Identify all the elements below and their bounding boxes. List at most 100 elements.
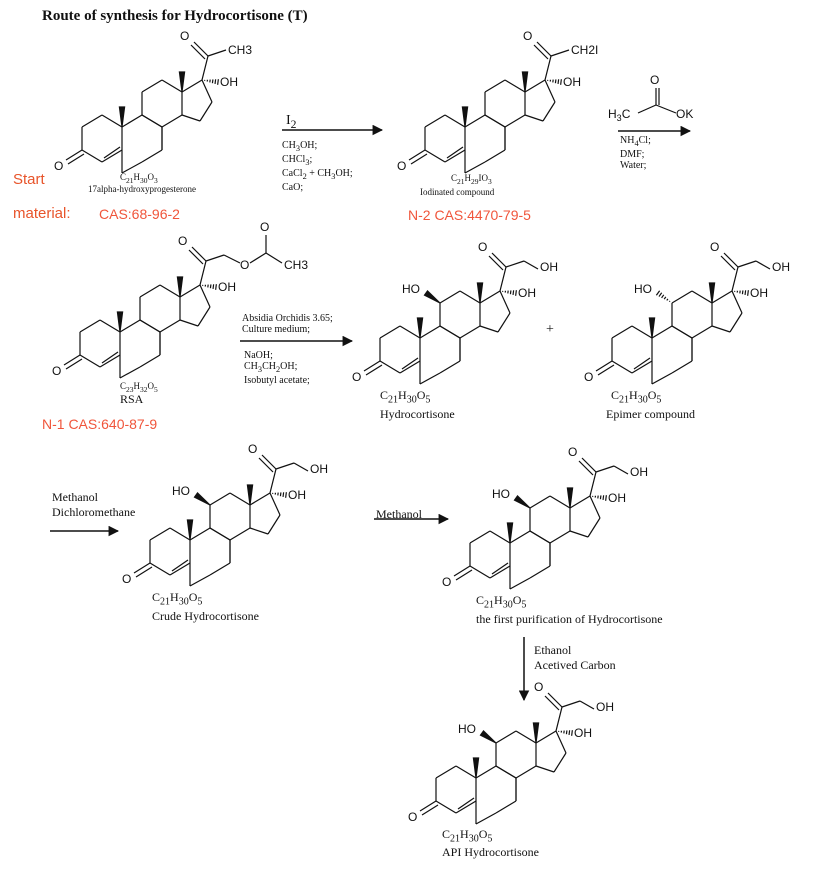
c17-oh: OH: [608, 491, 626, 505]
double-bond: [633, 357, 651, 370]
wedge-bond: [648, 317, 656, 339]
ketone-o: O: [584, 370, 593, 384]
bond: [424, 149, 446, 163]
bond: [515, 765, 537, 779]
bond: [479, 290, 501, 304]
bond: [484, 114, 506, 128]
carbonyl-o: O: [523, 29, 532, 43]
c11-ho: HO: [492, 487, 510, 501]
bond: [189, 527, 211, 541]
double-bond: [101, 351, 119, 364]
step2-cond: DMF;: [620, 149, 645, 160]
double-bond: [171, 559, 189, 572]
bond: [435, 800, 457, 814]
bond: [159, 319, 181, 333]
ketone-bond: [419, 800, 437, 812]
side-chain-bond: [589, 471, 597, 497]
bond: [149, 562, 171, 576]
bond: [561, 700, 581, 708]
step3-conditions-bottom: NaOH; CH3CH2OH; Isobutyl acetate;: [244, 350, 310, 386]
bond: [499, 290, 511, 314]
bond: [159, 284, 181, 298]
ketone-bond: [365, 364, 383, 376]
bond: [631, 360, 653, 374]
bond: [205, 254, 225, 262]
wedge-bond: [472, 757, 480, 779]
step1-cond: CH3OH;: [282, 140, 318, 153]
c17-oh: OH: [218, 280, 236, 294]
bond: [141, 79, 163, 93]
ketone-bond: [135, 566, 153, 578]
ketone-o: O: [52, 364, 61, 378]
carbonyl-o: O: [534, 680, 543, 694]
ketone-bond: [455, 569, 473, 581]
bond: [439, 360, 461, 374]
bond: [505, 260, 525, 268]
bond: [651, 372, 673, 385]
bond: [179, 319, 199, 327]
reagent-bond: [655, 104, 677, 114]
carbonyl-bond: [188, 249, 204, 265]
epimer-formula: C21H30O5: [611, 388, 662, 406]
wedge-bond: [423, 289, 441, 304]
ketone-bond: [67, 153, 85, 165]
hash-bond: [215, 284, 217, 290]
wedge-bond: [521, 71, 529, 93]
bond: [464, 114, 486, 128]
ch2i: CH2I: [571, 43, 598, 57]
step1-cond: CaO;: [282, 182, 304, 193]
bond: [542, 101, 556, 122]
bond: [101, 149, 123, 163]
bond: [439, 325, 461, 339]
ketone-bond: [408, 149, 426, 161]
ester-carbonyl-o: O: [260, 220, 269, 234]
carbonyl-bond: [261, 454, 277, 470]
ketone-bond: [133, 562, 151, 574]
bond: [589, 495, 601, 519]
bond: [399, 360, 421, 374]
n2-cas: N-2 CAS:4470-79-5: [408, 207, 531, 223]
bond: [161, 79, 183, 93]
ketone-bond: [65, 358, 83, 370]
rsa-cas: N-1 CAS:640-87-9: [42, 416, 158, 432]
step3-cond: CH3CH2OH;: [244, 361, 298, 374]
sm-formula: C21H30O3: [120, 172, 158, 185]
epimer-name: Epimer compound: [606, 407, 695, 421]
bond: [265, 252, 283, 264]
ch3: CH3: [228, 43, 252, 57]
bond: [569, 495, 591, 509]
ketone-o: O: [54, 159, 63, 173]
carbonyl-o: O: [178, 234, 187, 248]
c17-oh: OH: [574, 726, 592, 740]
hash-bond: [557, 79, 560, 85]
bond: [671, 360, 693, 374]
bond: [484, 79, 506, 93]
bond: [81, 114, 103, 128]
bond: [691, 325, 713, 339]
step3-conditions-top: Absidia Orchidis 3.65; Culture medium;: [242, 313, 333, 335]
bond: [549, 495, 571, 509]
reagent-o: O: [650, 73, 659, 87]
step1-cond: CHCl3;: [282, 154, 313, 167]
carbonyl-bond: [578, 460, 594, 476]
reagent-h3c: H3C: [608, 107, 631, 123]
c11-ho: HO: [634, 282, 652, 296]
bond: [495, 765, 517, 779]
step1-conditions: CH3OH; CHCl3; CaCl2 + CH3OH; CaO;: [282, 140, 353, 193]
first-name: the first purification of Hydrocortisone: [476, 612, 663, 626]
bond: [691, 290, 713, 304]
step5-cond: Methanol: [376, 507, 422, 521]
wedge-bond: [461, 106, 469, 128]
n2-name: Iodinated compound: [420, 187, 495, 197]
carbonyl-bond: [581, 457, 597, 473]
c21-oh: OH: [540, 260, 558, 274]
bond: [535, 730, 557, 744]
wedge-bond: [246, 484, 254, 506]
bond: [631, 325, 653, 339]
sm-name: 17alpha-hydroxyprogesterone: [88, 184, 196, 194]
bond: [595, 465, 615, 473]
c17-oh: OH: [288, 488, 306, 502]
bond: [497, 312, 511, 333]
bond: [444, 149, 466, 163]
wedge-bond: [566, 487, 574, 509]
